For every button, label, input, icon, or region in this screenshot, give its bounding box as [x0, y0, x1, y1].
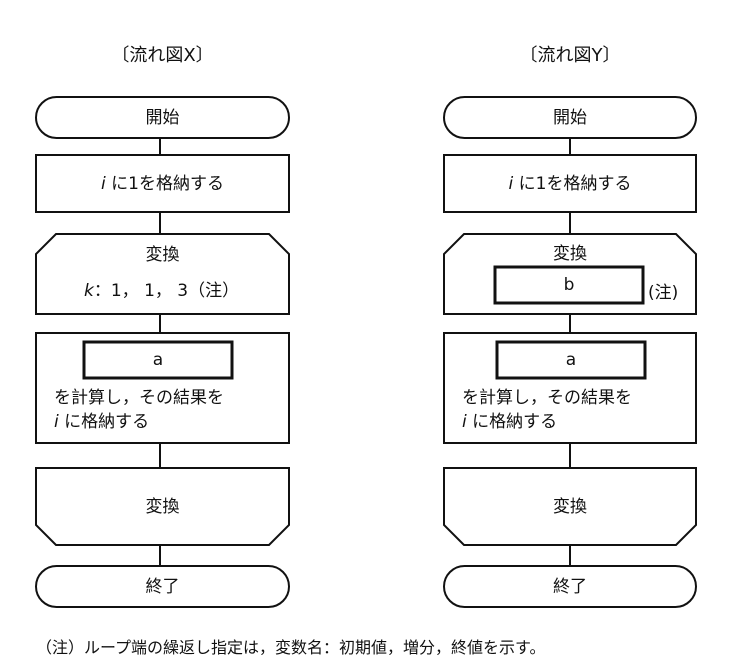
- y-calc-process: [443, 332, 697, 444]
- y-end-terminal: [443, 565, 697, 608]
- x-loop-end-shape: [35, 467, 290, 546]
- y-end-label: 終了: [553, 577, 587, 597]
- y-blank-a-label: a: [565, 350, 577, 370]
- footnote: （注）ループ端の繰返し指定は，変数名：初期値，増分，終値を示す。: [36, 638, 546, 657]
- y-note-label: (注): [648, 283, 679, 303]
- x-calc-line2: i に格納する: [54, 412, 149, 432]
- x-loop-end-label: 変換: [145, 497, 180, 517]
- y-start-label: 開始: [553, 108, 587, 128]
- x-loop-start-shape: [35, 233, 290, 315]
- flowchart-x-shapes: [35, 96, 290, 608]
- y-blank-a-box: [495, 340, 647, 380]
- y-calc-line2: i に格納する: [462, 412, 557, 432]
- flowchart-y-title: 〔流れ図Y〕: [519, 45, 621, 66]
- x-loop-start-label: 変換: [145, 245, 180, 265]
- x-end-label: 終了: [145, 577, 180, 597]
- y-init-text: に1を格納する: [518, 174, 632, 194]
- x-blank-a-label: a: [152, 350, 164, 370]
- y-loop-end-shape: [443, 467, 697, 546]
- x-end-terminal: [35, 565, 290, 608]
- x-loop-spec-text: ：1， 1， 3（注）: [93, 281, 240, 301]
- x-init-process: [35, 154, 290, 213]
- y-start-terminal: [443, 96, 697, 139]
- x-blank-a-box: [82, 340, 234, 380]
- flowchart-y-shapes: [443, 96, 697, 608]
- y-blank-b-box: [493, 265, 645, 305]
- x-calc-var: i: [54, 412, 59, 432]
- flowchart-x-title: 〔流れ図X〕: [111, 45, 214, 66]
- x-start-terminal: [35, 96, 290, 139]
- x-loop-var: k: [84, 281, 94, 301]
- y-calc-var: i: [462, 412, 467, 432]
- y-blank-b-label: b: [563, 275, 575, 295]
- x-start-label: 開始: [145, 108, 180, 128]
- y-init-var: i: [508, 174, 514, 194]
- x-init-var: i: [101, 174, 106, 194]
- y-init-process: [443, 154, 697, 213]
- x-calc-text: に格納する: [64, 412, 150, 432]
- x-calc-line1: を計算し，その結果を: [54, 388, 224, 408]
- y-init-label: i に1を格納する: [444, 174, 696, 194]
- x-loop-spec: k：1， 1， 3（注）: [84, 281, 239, 301]
- x-calc-process: [35, 332, 290, 444]
- y-calc-line1: を計算し，その結果を: [462, 388, 632, 408]
- x-init-text: に1を格納する: [111, 174, 224, 194]
- y-calc-text: に格納する: [472, 412, 558, 432]
- y-loop-end-label: 変換: [553, 497, 587, 517]
- y-loop-start-shape: [443, 233, 697, 315]
- y-loop-start-label: 変換: [553, 244, 587, 264]
- x-init-label: i に1を格納する: [36, 174, 289, 194]
